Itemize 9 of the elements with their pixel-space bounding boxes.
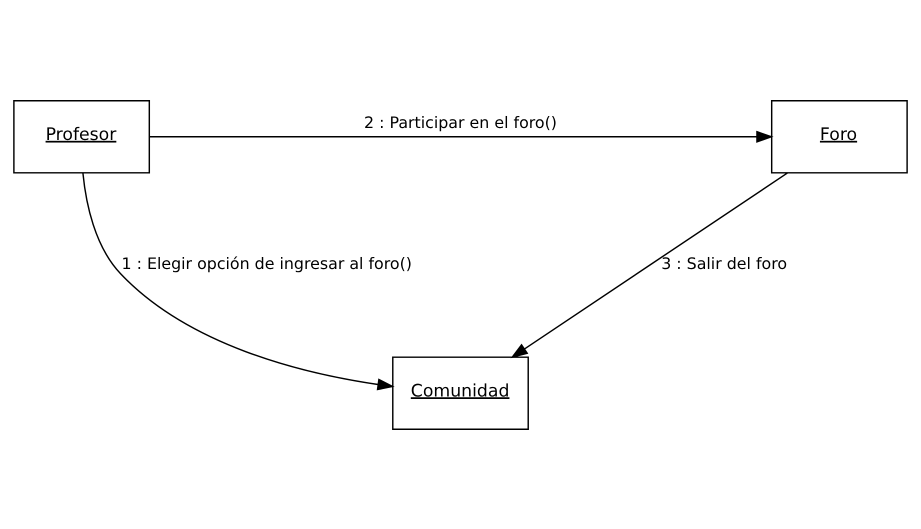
arrow bbox=[82, 172, 395, 390]
node-box: Profesor bbox=[13, 100, 150, 174]
node-box: Foro bbox=[770, 100, 908, 174]
node-box: Comunidad bbox=[392, 356, 529, 430]
edge-label: 3 : Salir del foro bbox=[661, 254, 788, 273]
edge-label: 2 : Participar en el foro() bbox=[364, 112, 557, 132]
arrow bbox=[510, 172, 788, 358]
edge-label: 1 : Elegir opción de ingresar al foro() bbox=[122, 254, 412, 273]
arrow bbox=[150, 130, 774, 142]
